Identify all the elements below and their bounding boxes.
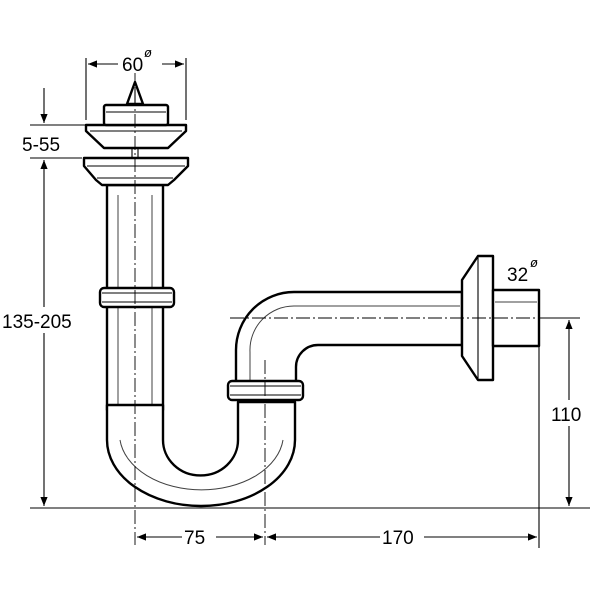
- outlet-arm: [234, 290, 464, 387]
- dim-strainer-diameter: 60 ø: [88, 45, 184, 76]
- dim-total-height: 135-205: [0, 160, 100, 506]
- dim-label-75: 75: [184, 528, 205, 549]
- dim-trap-offset: 75: [137, 525, 263, 549]
- body-flange: [82, 156, 190, 187]
- dim-label-110: 110: [551, 405, 581, 426]
- extension-lines: [30, 58, 590, 548]
- center-lines: [134, 70, 548, 545]
- diameter-symbol: ø: [530, 255, 538, 270]
- trap-body: [98, 183, 541, 508]
- strainer-fitting: [82, 80, 190, 187]
- tailpipe-slip-nut: [98, 286, 176, 309]
- dim-label-60: 60: [122, 55, 143, 76]
- dim-outlet-diameter: 32 ø: [507, 255, 538, 286]
- dim-outlet-length: 170: [267, 525, 537, 549]
- diameter-symbol: ø: [144, 45, 152, 60]
- dim-label-170: 170: [382, 528, 414, 549]
- dim-label-135-205: 135-205: [2, 312, 72, 333]
- dim-label-5-55: 5-55: [22, 135, 60, 156]
- strainer-flange: [84, 123, 188, 150]
- dim-outlet-height: 110: [548, 320, 588, 506]
- dim-label-32: 32: [507, 265, 528, 286]
- outlet-union-nut: [226, 379, 305, 402]
- strainer-plug: [102, 103, 170, 127]
- dim-strainer-height: 5-55: [22, 88, 60, 156]
